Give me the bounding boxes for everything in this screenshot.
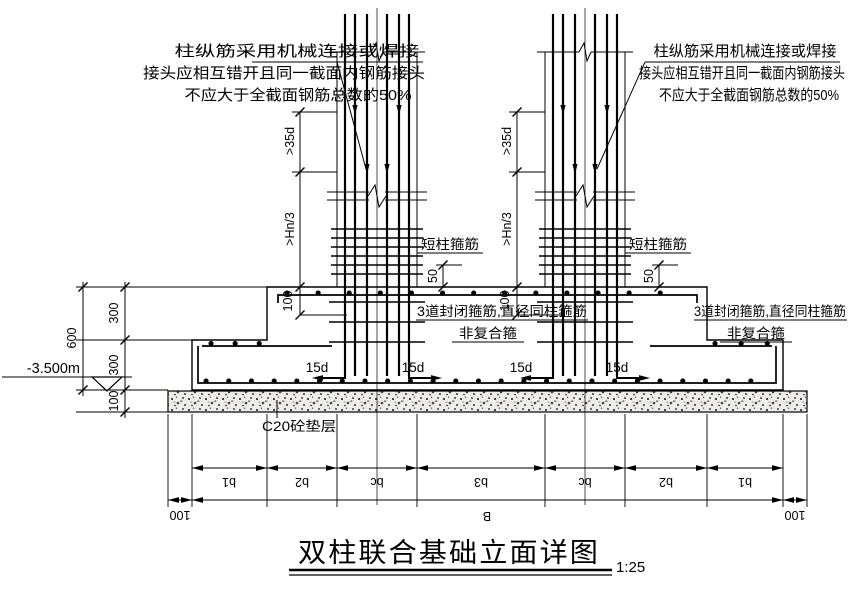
bar-end-tip bbox=[560, 105, 566, 115]
dim-total-width: B bbox=[483, 509, 491, 523]
dim-overhang-right: 100 bbox=[785, 508, 806, 522]
dim-column-lower-left: >Hn/3 bbox=[283, 212, 297, 246]
dim-cushion-thickness: 100 bbox=[107, 391, 121, 412]
closed-stirrup-right-line1: 3道封闭箍筋,直径同柱箍筋 bbox=[694, 303, 846, 319]
dim-step-upper: 300 bbox=[107, 303, 121, 324]
splice-note-left-line1: 柱纵筋采用机械连接或焊接 bbox=[175, 43, 420, 60]
dim-gap50-right-label: 50 bbox=[642, 269, 656, 283]
dim-cover-right: 100 bbox=[498, 291, 512, 312]
left-column-bars bbox=[343, 14, 411, 376]
dim-column-lower-right: >Hn/3 bbox=[500, 212, 514, 246]
splice-note-right-line1: 柱纵筋采用机械连接或焊接 bbox=[654, 43, 837, 60]
title-block: 双柱联合基础立面详图 1:25 bbox=[289, 538, 645, 576]
bar-end-tip bbox=[396, 105, 402, 115]
splice-note-left-leader bbox=[252, 61, 423, 170]
splice-note-right: 柱纵筋采用机械连接或焊接 接头应相互错开且同一截面内钢筋接头 不应大于全截面钢筋… bbox=[596, 43, 845, 170]
right-column-hooks bbox=[524, 330, 646, 379]
closed-stirrup-center-line1: 3道封闭箍筋,直径同柱箍筋 bbox=[417, 303, 587, 319]
hook-label-2: 15d bbox=[402, 360, 425, 375]
elevation-marker: -3.500m bbox=[2, 361, 132, 392]
closed-stirrup-label-right: 3道封闭箍筋,直径同柱箍筋 非复合箍 bbox=[694, 303, 847, 343]
left-dimensions: 600 300 300 100 bbox=[65, 281, 267, 418]
splice-note-right-leader bbox=[596, 61, 840, 170]
bottom-dimensions: b1 b2 bc b3 bc b2 b1 100 B 100 bbox=[167, 414, 808, 523]
elevation-value: -3.500m bbox=[27, 361, 80, 377]
dim-b3: b3 bbox=[474, 475, 488, 489]
bar-end-tip bbox=[352, 105, 358, 115]
dim-cover-left: 100 bbox=[281, 291, 295, 312]
hook-label-4: 15d bbox=[606, 360, 629, 375]
bar-end-tip bbox=[604, 105, 610, 115]
break-symbol-top bbox=[329, 41, 425, 63]
hook-label-3: 15d bbox=[510, 360, 533, 375]
short-stirrup-label-right-text: 短柱箍筋 bbox=[629, 236, 687, 252]
left-column bbox=[312, 8, 442, 505]
dim-bc-left: bc bbox=[370, 475, 383, 489]
dim-bc-right: bc bbox=[578, 475, 591, 489]
dim-b1-right: b1 bbox=[738, 475, 752, 489]
footing-rebar bbox=[197, 294, 777, 384]
bar-end-tip bbox=[572, 164, 578, 174]
rebar-section-dots bbox=[203, 290, 775, 384]
right-column-faces bbox=[544, 52, 626, 287]
dim-splice-stagger-left: >35d bbox=[283, 127, 297, 155]
right-column bbox=[520, 8, 650, 505]
short-column-stirrups-right bbox=[539, 228, 631, 275]
dim-overhang-left: 100 bbox=[170, 508, 191, 522]
splice-note-right-line2: 接头应相互错开且同一截面内钢筋接头 bbox=[639, 64, 845, 82]
short-stirrup-label-right: 短柱箍筋 bbox=[625, 236, 691, 254]
closed-stirrup-center-line2: 非复合箍 bbox=[459, 325, 518, 341]
break-symbol-mid bbox=[327, 183, 427, 209]
hook-label-1: 15d bbox=[306, 360, 329, 375]
bar-end-tip bbox=[592, 164, 598, 174]
dim-b1-left: b1 bbox=[222, 475, 236, 489]
closed-stirrup-label-center: 3道封闭箍筋,直径同柱箍筋 非复合箍 bbox=[416, 303, 588, 343]
dim-chain-left-column: >35d >Hn/3 100 bbox=[281, 106, 347, 321]
drawing-scale: 1:25 bbox=[616, 559, 645, 576]
drawing-title: 双柱联合基础立面详图 bbox=[298, 538, 600, 568]
left-column-faces bbox=[336, 52, 418, 287]
short-stirrup-label-left: 短柱箍筋 bbox=[417, 236, 483, 254]
splice-note-left-line3: 不应大于全截面钢筋总数的50% bbox=[185, 86, 412, 104]
short-stirrup-label-left-text: 短柱箍筋 bbox=[421, 236, 479, 252]
concrete-cushion bbox=[167, 390, 808, 413]
splice-note-left: 柱纵筋采用机械连接或焊接 接头应相互错开且同一截面内钢筋接头 不应大于全截面钢筋… bbox=[143, 43, 425, 170]
closed-stirrup-right-line2: 非复合箍 bbox=[727, 325, 786, 341]
bar-end-tip bbox=[384, 164, 390, 174]
dim-splice-stagger-right: >35d bbox=[500, 127, 514, 155]
break-symbol-top bbox=[537, 41, 633, 63]
right-column-bars bbox=[551, 14, 619, 376]
cushion-label: C20砼垫层 bbox=[262, 400, 336, 434]
dim-b2-right: b2 bbox=[659, 475, 673, 489]
dim-step-lower: 300 bbox=[107, 355, 121, 376]
footing-outline bbox=[191, 286, 784, 391]
hook-length-labels: 15d 15d 15d 15d bbox=[306, 360, 629, 375]
splice-note-right-line3: 不应大于全截面钢筋总数的50% bbox=[659, 86, 839, 104]
dim-total-height: 600 bbox=[65, 328, 79, 349]
dim-chain-right-column: >35d >Hn/3 100 bbox=[498, 106, 562, 321]
cushion-label-text: C20砼垫层 bbox=[262, 419, 336, 434]
break-symbol-mid bbox=[535, 183, 635, 209]
dim-b2-left: b2 bbox=[295, 475, 309, 489]
left-column-hooks bbox=[316, 330, 438, 379]
dim-gap50-left-label: 50 bbox=[426, 269, 440, 283]
elevation-triangle-icon bbox=[90, 376, 124, 392]
dim-gap50-left: 50 bbox=[426, 259, 462, 293]
dim-gap50-right: 50 bbox=[642, 259, 678, 293]
splice-note-left-line2: 接头应相互错开且同一截面内钢筋接头 bbox=[143, 64, 425, 82]
short-column-stirrups-left bbox=[331, 228, 423, 275]
